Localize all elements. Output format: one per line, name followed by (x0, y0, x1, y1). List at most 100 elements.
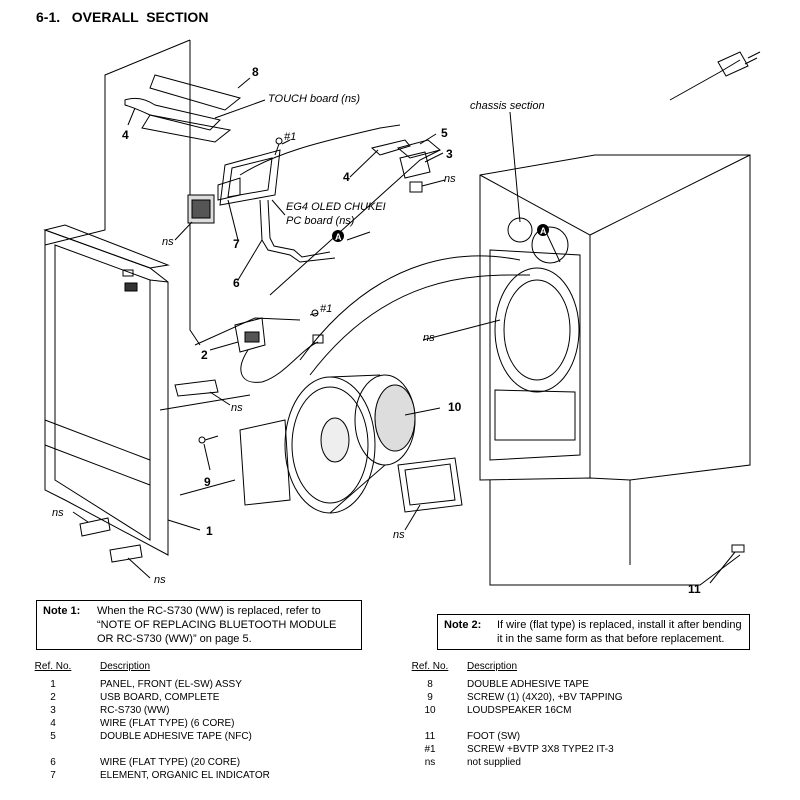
label-eg4-line2: PC board (ns) (286, 215, 355, 227)
description: WIRE (FLAT TYPE) (6 CORE) (100, 718, 235, 729)
parts-row: 4 WIRE (FLAT TYPE) (6 CORE) (28, 717, 358, 730)
note-1-body: When the RC-S730 (WW) is replaced, refer… (97, 604, 355, 646)
reference-a-markers: A A (332, 224, 549, 242)
callout-7: 7 (233, 237, 240, 251)
description: PANEL, FRONT (EL-SW) ASSY (100, 679, 242, 690)
adhesive-tape-8 (149, 74, 242, 111)
parts-row (28, 743, 358, 756)
ref-no: 10 (424, 705, 436, 716)
description: LOUDSPEAKER 16CM (467, 705, 572, 716)
description: RC-S730 (WW) (100, 705, 170, 716)
callout-2: 2 (201, 348, 208, 362)
ref-a-2: A (540, 226, 547, 236)
usb-board (234, 309, 324, 383)
parts-row: 5 DOUBLE ADHESIVE TAPE (NFC) (28, 730, 358, 743)
ref-no-header: Ref. No. (34, 661, 72, 672)
callout-3: 3 (446, 147, 453, 161)
label-eg4-line1: EG4 OLED CHUKEI (286, 201, 386, 213)
section-title: 6-1. OVERALL SECTION (36, 9, 209, 25)
description: WIRE (FLAT TYPE) (20 CORE) (100, 757, 241, 768)
loudspeaker-10 (239, 374, 416, 514)
parts-row: 2 USB BOARD, COMPLETE (28, 691, 358, 704)
parts-list-left: Ref. No. Description 1 PANEL, FRONT (EL-S… (28, 660, 358, 782)
ref-no: #1 (424, 744, 436, 755)
description: SCREW (1) (4X20), +BV TAPPING (467, 692, 623, 703)
parts-row: 11 FOOT (SW) (405, 730, 745, 743)
callout-10: 10 (448, 400, 462, 414)
screw-9 (198, 435, 219, 444)
parts-row: 7 ELEMENT, ORGANIC EL INDICATOR (28, 769, 358, 782)
label-ns-tape: ns (231, 402, 243, 414)
label-ns-wires: ns (423, 332, 435, 344)
label-touch-board: TOUCH board (ns) (268, 93, 360, 105)
ref-no: 8 (427, 679, 433, 690)
ref-a-1: A (335, 232, 342, 242)
description: not supplied (467, 757, 521, 768)
parts-row: ns not supplied (405, 756, 745, 769)
note-2: Note 2: If wire (flat type) is replaced,… (437, 614, 750, 650)
parts-row (405, 717, 745, 730)
exploded-view-diagram: A A 8 4 TOUCH board (ns) #1 5 3 ns 4 cha… (43, 39, 761, 596)
ref-no (28, 743, 78, 756)
label-ns-foot-b: ns (154, 574, 166, 586)
label-ns-ring: ns (393, 529, 405, 541)
label-ns-3: ns (444, 173, 456, 185)
cabinet (479, 154, 751, 586)
description (78, 743, 358, 756)
label-ns-foot-a: ns (52, 507, 64, 519)
callout-6: 6 (233, 276, 240, 290)
ref-no: 11 (424, 731, 436, 742)
label-ns-oled: ns (162, 236, 174, 248)
callout-hash1-a: #1 (284, 131, 296, 143)
callout-4-right: 4 (343, 170, 350, 184)
ref-no: ns (424, 757, 436, 768)
note-2-label: Note 2: (444, 619, 482, 631)
parts-header: Ref. No. Description (405, 660, 745, 673)
note-1: Note 1: When the RC-S730 (WW) is replace… (36, 600, 362, 650)
note-1-line: OR RC-S730 (WW)” on page 5. (97, 633, 252, 645)
note-2-body: If wire (flat type) is replaced, install… (497, 618, 743, 646)
parts-row: 8 DOUBLE ADHESIVE TAPE (405, 678, 745, 691)
parts-header: Ref. No. Description (28, 660, 358, 673)
note-1-line: When the RC-S730 (WW) is replaced, refer… (97, 605, 321, 617)
parts-list-right: Ref. No. Description 8 DOUBLE ADHESIVE TA… (405, 660, 745, 769)
ref-no: 5 (50, 731, 56, 742)
note-2-line: If wire (flat type) is replaced, install… (497, 619, 742, 631)
flat-wire-4-left (124, 97, 232, 143)
oled-element-7 (187, 177, 241, 224)
note-2-line: it in the same form as that before repla… (497, 633, 725, 645)
ref-no: 7 (50, 770, 56, 781)
flat-wire-4-right (239, 124, 442, 193)
ref-no: 2 (50, 692, 56, 703)
ref-no: 1 (50, 679, 56, 690)
guide-lines (44, 39, 441, 496)
ref-no: 4 (50, 718, 56, 729)
callout-11: 11 (688, 582, 701, 596)
description: USB BOARD, COMPLETE (100, 692, 220, 703)
parts-row: 9 SCREW (1) (4X20), +BV TAPPING (405, 691, 745, 704)
description (455, 717, 745, 730)
description: ELEMENT, ORGANIC EL INDICATOR (100, 770, 270, 781)
parts-row: 1 PANEL, FRONT (EL-SW) ASSY (28, 678, 358, 691)
ref-no (405, 717, 455, 730)
ref-no: 9 (427, 692, 433, 703)
ref-no-header: Ref. No. (411, 661, 449, 672)
front-panel (43, 224, 170, 556)
label-chassis-section: chassis section (470, 100, 545, 112)
flat-wire-6 (259, 199, 336, 263)
power-cord (669, 51, 761, 101)
speaker-wires (299, 255, 531, 376)
leader-lines (72, 77, 736, 584)
description-header: Description (467, 661, 518, 672)
description: DOUBLE ADHESIVE TAPE (467, 679, 589, 690)
callout-9: 9 (204, 475, 211, 489)
description: FOOT (SW) (467, 731, 521, 742)
description: DOUBLE ADHESIVE TAPE (NFC) (100, 731, 252, 742)
ns-parts (79, 379, 219, 563)
touch-board (219, 137, 283, 206)
note-1-label: Note 1: (43, 605, 81, 617)
